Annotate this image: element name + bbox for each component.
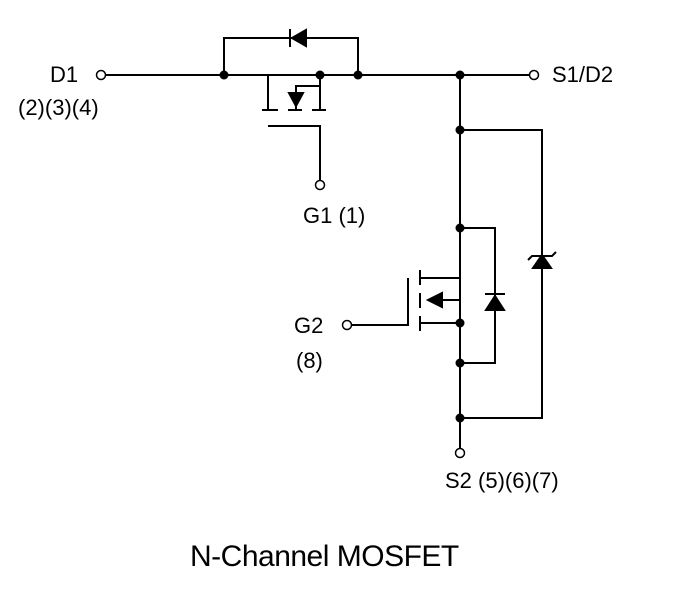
g2-label: G2: [294, 313, 324, 338]
junction-dot: [219, 70, 229, 80]
junction-dot: [455, 318, 465, 328]
d1-label: D1: [50, 62, 79, 87]
s2-label: S2 (5)(6)(7): [445, 468, 559, 493]
g2-terminal: [341, 319, 353, 331]
junction-dot: [455, 358, 465, 368]
diagram-caption: N-Channel MOSFET: [190, 540, 459, 573]
junction-dot: [315, 70, 325, 80]
junction-dot: [353, 70, 363, 80]
q2-diode-branch-wire: [460, 227, 496, 364]
d1-terminal: [95, 69, 107, 81]
zener-branch-wire: [460, 129, 543, 419]
q1-body-diode-icon: [289, 28, 307, 48]
g1-label: G1 (1): [303, 203, 366, 228]
zener-diode-icon: [531, 253, 553, 269]
s1d2-label: S1/D2: [552, 62, 614, 87]
q2-gate-wire: [352, 278, 409, 326]
g2-pins-label: (8): [296, 348, 323, 373]
zener-diode-cathode: [527, 251, 557, 261]
g1-terminal: [314, 179, 326, 191]
q1-gate-wire: [268, 125, 321, 180]
q1-body-arrow-icon: [287, 92, 305, 109]
q2-body-arrow-icon: [425, 291, 443, 309]
junction-dot: [455, 223, 465, 233]
s1d2-terminal: [528, 69, 540, 81]
junction-dot: [455, 125, 465, 135]
junction-dot: [455, 413, 465, 423]
d1-pins-label: (2)(3)(4): [18, 95, 99, 120]
q2-body-diode-icon: [484, 294, 506, 311]
s2-terminal: [454, 447, 466, 459]
junction-dot: [455, 70, 465, 80]
